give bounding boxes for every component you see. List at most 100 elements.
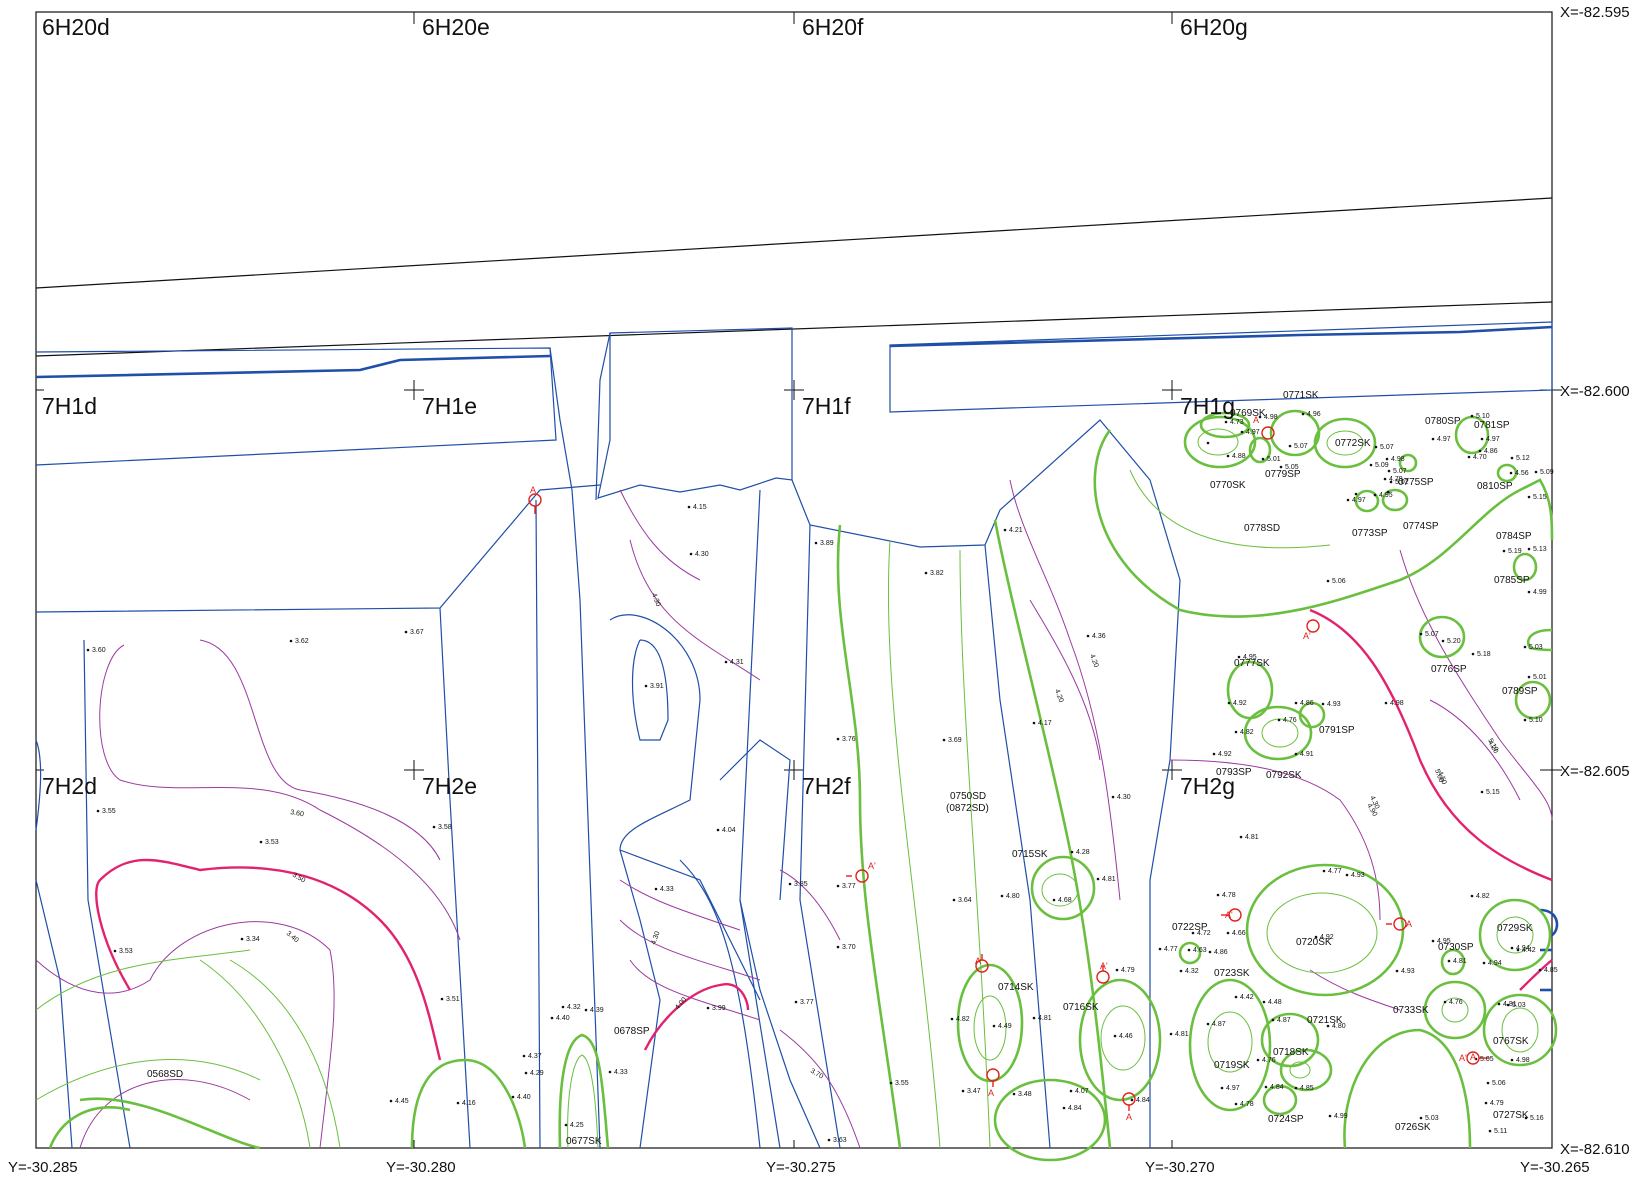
elevation-value: 4.93 xyxy=(1327,701,1341,708)
elevation-value: 4.40 xyxy=(556,1015,570,1022)
elevation-value: 5.07 xyxy=(1380,444,1394,451)
feature-id-label: 0780SP xyxy=(1425,416,1461,427)
elevation-value: 3.77 xyxy=(800,999,814,1006)
feature-id-label: 0718SK xyxy=(1273,1047,1309,1058)
contour-value-label: 3.60 xyxy=(290,809,305,818)
elevation-value: 4.80 xyxy=(1332,1023,1346,1030)
elevation-value: 3.62 xyxy=(295,638,309,645)
elevation-value: 4.56 xyxy=(1515,470,1529,477)
elevation-point xyxy=(836,945,840,949)
elevation-value: 4.81 xyxy=(1245,834,1259,841)
elevation-point xyxy=(1441,639,1445,643)
contour-value-label: 4.20 xyxy=(1053,688,1064,703)
elevation-value: 4.93 xyxy=(1401,968,1415,975)
elevation-point xyxy=(1374,445,1378,449)
structure-lines xyxy=(35,321,1559,1149)
elevation-value: 5.15 xyxy=(1533,494,1547,501)
elevation-value: 4.91 xyxy=(1300,751,1314,758)
elevation-point xyxy=(1271,1018,1275,1022)
elevation-value: 4.28 xyxy=(1076,849,1090,856)
feature-id-label: 0721SK xyxy=(1307,1015,1343,1026)
elevation-point xyxy=(1294,1086,1298,1090)
elevation-point xyxy=(1369,463,1373,467)
elevation-point xyxy=(1524,1116,1528,1120)
elevation-value: 3.60 xyxy=(92,647,106,654)
elevation-point xyxy=(1484,1101,1488,1105)
map-frame xyxy=(35,11,1553,1149)
elevation-point xyxy=(1294,701,1298,705)
elevation-value: 5.05 xyxy=(1285,464,1299,471)
elevation-value: 5.16 xyxy=(1530,1115,1544,1122)
elevation-value: 4.92 xyxy=(1320,934,1334,941)
elevation-point xyxy=(96,809,100,813)
elevation-point xyxy=(1482,961,1486,965)
elevation-point xyxy=(1386,490,1390,494)
elevation-point xyxy=(389,1099,393,1103)
elevation-point xyxy=(1497,1002,1501,1006)
elevation-point xyxy=(1012,1092,1016,1096)
elevation-point xyxy=(1226,454,1230,458)
feature-id-label: 0722SP xyxy=(1172,922,1208,933)
elevation-point xyxy=(259,840,263,844)
elevation-point xyxy=(1179,969,1183,973)
elevation-point xyxy=(1115,968,1119,972)
elevation-point xyxy=(1111,795,1115,799)
elevation-value: 4.76 xyxy=(1262,1057,1276,1064)
elevation-point xyxy=(1322,869,1326,873)
elevation-point xyxy=(1226,931,1230,935)
feature-id-label: 0727SK xyxy=(1493,1110,1529,1121)
elevation-value: 5.11 xyxy=(1494,1128,1507,1135)
elevation-value: 4.33 xyxy=(660,886,674,893)
elevation-point xyxy=(1506,1003,1510,1007)
contour-value-label: 4.30 xyxy=(650,592,661,607)
elevation-value: 4.81 xyxy=(1453,958,1467,965)
elevation-value: 4.37 xyxy=(528,1053,542,1060)
elevation-value: 4.25 xyxy=(570,1122,584,1129)
elevation-point xyxy=(1191,931,1195,935)
elevation-point xyxy=(1447,959,1451,963)
elevation-point xyxy=(1478,449,1482,453)
elevation-point xyxy=(1052,898,1056,902)
elevation-value: 4.88 xyxy=(1232,453,1246,460)
elevation-point xyxy=(550,1016,554,1020)
elevation-point xyxy=(836,737,840,741)
grid-crosses xyxy=(36,12,1562,1148)
elevation-point xyxy=(1277,718,1281,722)
elevation-point xyxy=(1169,1032,1173,1036)
feature-id-label: 0730SP xyxy=(1438,942,1474,953)
grid-cell-label: 7H2d xyxy=(42,773,97,799)
section-marker-label: A' xyxy=(975,956,983,966)
grid-cell-label: 7H1e xyxy=(422,393,477,419)
feature-id-label: 0715SK xyxy=(1012,849,1048,860)
elevation-value: 4.68 xyxy=(1058,897,1072,904)
elevation-value: 4.97 xyxy=(1437,436,1451,443)
section-marker-label: A' xyxy=(868,861,876,871)
feature-id-label: 0767SK xyxy=(1493,1036,1529,1047)
section-marker-label: A xyxy=(1126,1112,1132,1122)
elevation-value: 4.63 xyxy=(1193,947,1207,954)
elevation-value: 4.84 xyxy=(1270,1084,1284,1091)
elevation-point xyxy=(1239,835,1243,839)
elevation-value: 4.87 xyxy=(1212,1021,1226,1028)
elevation-point xyxy=(1474,1057,1478,1061)
elevation-value: 4.93 xyxy=(1351,872,1365,879)
elevation-value: 5.20 xyxy=(1447,638,1461,645)
y-coordinate-label: Y=-30.265 xyxy=(1520,1159,1590,1176)
feature-id-label: 0810SP xyxy=(1477,481,1513,492)
feature-id-label: 0784SP xyxy=(1496,531,1532,542)
elevation-point xyxy=(1206,441,1210,445)
elevation-point xyxy=(113,949,117,953)
elevation-point xyxy=(1264,1085,1268,1089)
elevation-point xyxy=(1227,701,1231,705)
elevation-value: 4.36 xyxy=(1092,633,1106,640)
elevation-point xyxy=(1384,701,1388,705)
feature-id-label: (0872SD) xyxy=(946,803,989,814)
y-coordinate-label: Y=-30.285 xyxy=(8,1159,78,1176)
elevation-value: 4.99 xyxy=(1533,589,1547,596)
x-coordinate-label: X=-82.610 xyxy=(1560,1141,1630,1158)
elevation-point xyxy=(1345,873,1349,877)
elevation-point xyxy=(1062,1106,1066,1110)
elevation-value: 4.98 xyxy=(1391,456,1405,463)
elevation-point xyxy=(1467,455,1471,459)
